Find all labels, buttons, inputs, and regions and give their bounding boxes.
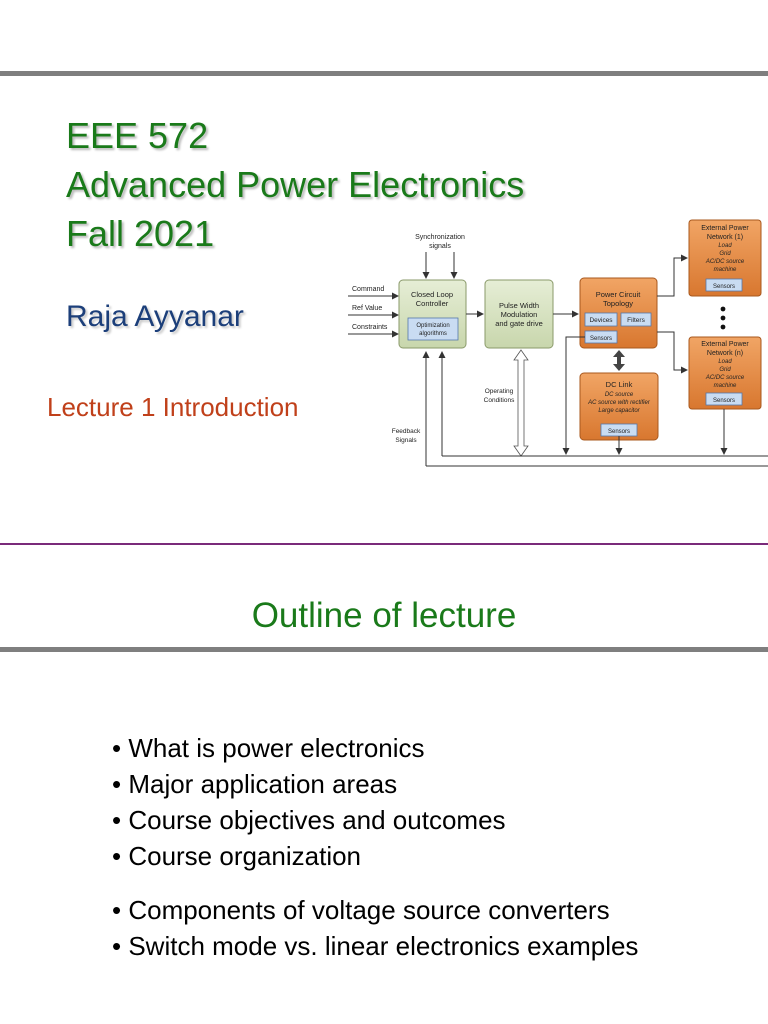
filters-label: Filters	[627, 317, 645, 324]
extn-item-1: Load	[718, 359, 732, 365]
dc-link-title: DC Link	[606, 380, 633, 389]
network-ellipsis-dot	[720, 315, 726, 321]
optimization-label-1: Optimization	[416, 323, 449, 329]
input-command: Command	[352, 286, 384, 293]
operating-label-1: Operating	[485, 388, 514, 395]
network-ellipsis-dot	[720, 324, 726, 330]
devices-label: Devices	[589, 317, 613, 324]
optimization-box	[407, 317, 459, 341]
extn-item-4: machine	[714, 383, 737, 389]
bullet-item: • Course objectives and outcomes	[112, 805, 506, 835]
controller-label-2: Controller	[416, 299, 449, 308]
network-ellipsis-dot	[720, 306, 726, 312]
filters-box	[620, 312, 652, 327]
dc-link-item-2: AC source with rectifier	[587, 400, 651, 406]
input-ref-value: Ref Value	[352, 305, 382, 312]
optimization-label-2: algorithms	[419, 331, 447, 337]
extn-title-1: External Power	[701, 341, 749, 348]
course-code: EEE 572	[66, 115, 209, 156]
operating-conditions-arrow	[513, 349, 529, 457]
feedback-label-2: Signals	[395, 437, 417, 444]
ext1-item-3: AC/DC source	[705, 259, 745, 265]
slide-separator	[0, 543, 768, 545]
bullet-item: • Major application areas	[112, 769, 398, 799]
external-network-1-block	[688, 219, 762, 297]
pwm-label-1: Pulse Width	[499, 301, 539, 310]
course-term: Fall 2021	[66, 213, 215, 254]
outline-bullet-list: • What is power electronics • Major appl…	[112, 730, 638, 964]
lecture-title: Lecture 1 Introduction	[47, 392, 299, 422]
topology-label-1: Power Circuit	[596, 290, 642, 299]
topology-sensors-label: Sensors	[590, 336, 612, 342]
pwm-label-2: Modulation	[501, 310, 538, 319]
sync-label-2: signals	[429, 243, 451, 250]
extn-item-2: Grid	[719, 367, 731, 373]
ext1-title-2: Network (1)	[707, 234, 743, 241]
controller-label-1: Closed Loop	[411, 290, 453, 299]
bullet-item: • What is power electronics	[112, 733, 425, 763]
ext1-sensors-label: Sensors	[713, 284, 735, 290]
extn-item-3: AC/DC source	[705, 375, 745, 381]
extn-sensors-box	[705, 392, 743, 406]
operating-label-2: Conditions	[484, 397, 515, 404]
bullet-item: • Components of voltage source converter…	[112, 895, 610, 925]
pwm-label-3: and gate drive	[495, 319, 543, 328]
devices-box	[584, 312, 618, 327]
course-title: Advanced Power Electronics	[66, 164, 525, 205]
bullet-item: • Course organization	[112, 841, 362, 871]
dc-link-item-1: DC source	[605, 392, 634, 398]
external-network-n-block	[688, 336, 762, 410]
outline-title: Outline of lecture	[251, 596, 517, 635]
dc-link-item-3: Large capacitor	[598, 408, 640, 414]
extn-title-2: Network (n)	[707, 350, 743, 357]
topology-block	[579, 277, 658, 349]
extn-sensors-label: Sensors	[713, 398, 735, 404]
power-electronics-block-diagram: Synchronization signals Command Ref Valu…	[348, 219, 768, 467]
outline-divider	[0, 647, 768, 652]
ext1-sensors-box	[705, 278, 743, 292]
ext1-title-1: External Power	[701, 225, 749, 232]
bullet-item: • Switch mode vs. linear electronics exa…	[112, 931, 639, 961]
top-divider	[0, 71, 768, 76]
feedback-label-1: Feedback	[392, 428, 421, 435]
ext1-item-4: machine	[714, 267, 737, 273]
sync-label-1: Synchronization	[415, 234, 465, 241]
ext1-item-2: Grid	[719, 251, 731, 257]
dc-link-sensors-label: Sensors	[608, 429, 630, 435]
input-constraints: Constraints	[352, 324, 388, 331]
instructor-name: Raja Ayyanar	[66, 300, 244, 333]
topology-label-2: Topology	[603, 299, 633, 308]
ext1-item-1: Load	[718, 243, 732, 249]
